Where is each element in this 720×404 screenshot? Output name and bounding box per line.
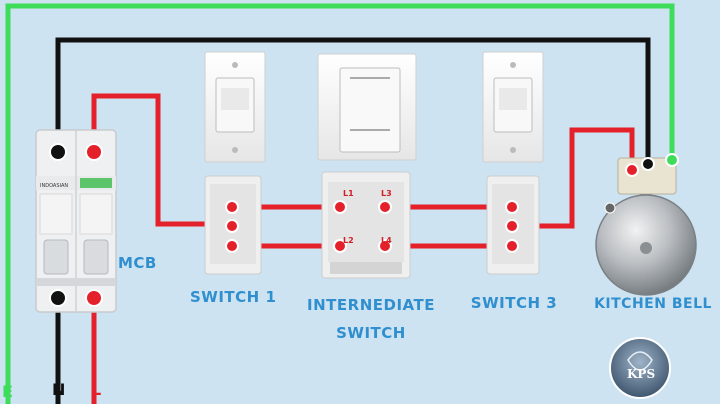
intermediate-label-line2: SWITCH: [336, 324, 406, 342]
logo-text: KPS: [627, 367, 655, 381]
bell-icon: [595, 153, 697, 296]
switch3-front: [482, 51, 544, 163]
switch1-front: [204, 51, 266, 163]
intermediate-switch-front: [317, 53, 417, 161]
mcb: INDOASIAN: [35, 129, 117, 313]
live-wire-switch3-to-bell: [512, 127, 635, 229]
mcb-brand-text: INDOASIAN: [40, 183, 68, 189]
switch3-back: [486, 175, 540, 275]
intermediate-label-line1: INTERNEDIATE: [307, 296, 435, 314]
switch1-label: SWITCH 1: [190, 288, 277, 306]
intermediate-switch-label: INTERNEDIATE SWITCH: [305, 291, 437, 347]
switch3-label: SWITCH 3: [470, 294, 558, 312]
live-wire-mcb-to-switch1: [91, 93, 232, 227]
terminal-l2-label: L2: [343, 236, 354, 245]
neutral-wire-top: [55, 37, 651, 162]
kitchen-bell-label: KITCHEN BELL: [594, 296, 712, 312]
live-terminal-label: L: [91, 380, 102, 399]
mcb-label: MCB: [118, 254, 157, 272]
earth-terminal-label: E: [2, 382, 13, 401]
earth-wire: [5, 3, 675, 404]
kps-logo: KPS: [609, 337, 671, 399]
intermediate-switch-back: L1 L3 L2 L4: [321, 171, 411, 279]
terminal-l3-label: L3: [381, 189, 392, 198]
switch1-back: [204, 175, 262, 275]
terminal-l1-label: L1: [343, 189, 354, 198]
terminal-l4-label: L4: [381, 236, 392, 245]
neutral-terminal-label: N: [52, 380, 66, 399]
